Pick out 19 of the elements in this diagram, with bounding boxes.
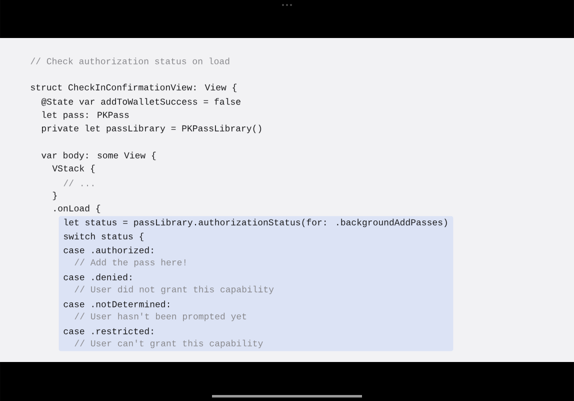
code-line: // User did not grant this capability (74, 286, 274, 294)
code-line: let pass: PKPass (42, 111, 129, 120)
code-line: } (52, 192, 57, 200)
code-line: case .restricted: (64, 328, 153, 334)
code-line: case .authorized: (64, 246, 153, 254)
code-line: // User can't grant this capability (74, 340, 263, 348)
code-line: switch status { (64, 232, 144, 242)
code-line: VStack { (52, 164, 95, 174)
code-line: var body: some View { (42, 152, 156, 160)
code-line: // ... (64, 180, 94, 186)
code-line: struct CheckInConfirmationView: View { (30, 84, 236, 92)
code-line: let status = passLibrary.authorizationStatus(for: .backgroundAddPasses) (64, 218, 447, 228)
code-line: // User hasn't been prompted yet (74, 312, 246, 322)
code-line: case .denied: (64, 274, 132, 280)
code-line: // Add the pass here! (74, 258, 186, 268)
code-line: @State var addToWalletSuccess = false (41, 98, 240, 106)
code-line: // Check authorization status on load (30, 58, 230, 64)
code-line: private let passLibrary = PKPassLibrary() (42, 124, 262, 134)
code-line: case .notDetermined: (64, 300, 170, 308)
